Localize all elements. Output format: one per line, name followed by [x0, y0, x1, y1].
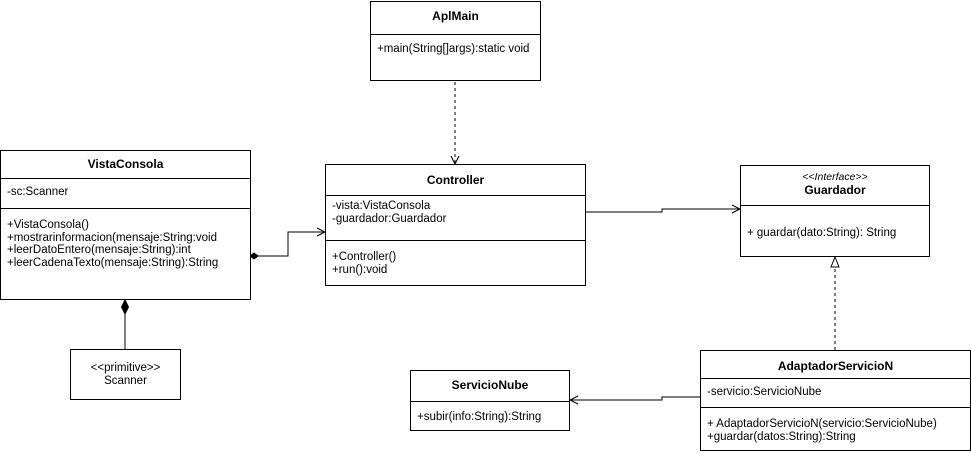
class-adaptador[interactable]: AdaptadorServicioN -servicio:ServicioNub…	[700, 350, 971, 451]
method: +leerDatoEntero(mensaje:String):int	[7, 244, 191, 256]
method: +Controller()	[332, 251, 397, 263]
stereotype: <<Interface>>	[802, 171, 868, 183]
attribute: -guardador:Guardador	[332, 212, 447, 225]
class-name: ServicioNube	[451, 378, 529, 392]
composition-diamond-scanner	[120, 298, 130, 316]
class-servicionube[interactable]: ServicioNube +subir(info:String):String	[410, 370, 570, 431]
stereotype: <<primitive>>	[90, 362, 161, 374]
class-name: Guardador	[804, 183, 866, 197]
interface-header: <<Interface>> Guardador	[741, 166, 929, 205]
methods-section: +subir(info:String):String	[411, 401, 569, 430]
class-name: AplMain	[432, 9, 479, 23]
interface-guardador[interactable]: <<Interface>> Guardador + guardar(dato:S…	[740, 165, 930, 257]
methods-section: +Controller() +run():void	[326, 240, 585, 285]
association-adaptador-servicionube	[570, 397, 700, 400]
composition-diamond	[249, 252, 259, 260]
method: + guardar(dato:String): String	[747, 227, 897, 239]
composition-vistaconsola-controller	[258, 232, 325, 257]
class-name: VistaConsola	[87, 157, 164, 171]
methods-section: + AdaptadorServicioN(servicio:ServicioNu…	[701, 407, 970, 450]
attributes-section: -servicio:ServicioNube	[701, 378, 970, 407]
attribute: -vista:VistaConsola	[332, 200, 431, 212]
methods-section: +VistaConsola() +mostrarinformacion(mens…	[1, 208, 250, 299]
method: +main(String[]args):static void	[377, 43, 530, 55]
association-controller-guardador	[586, 209, 740, 212]
method: +subir(info:String):String	[417, 411, 542, 423]
attributes-section: -sc:Scanner	[1, 178, 250, 208]
method: +VistaConsola()	[7, 219, 89, 231]
methods-section: +main(String[]args):static void	[371, 34, 540, 80]
class-aplmain[interactable]: AplMain +main(String[]args):static void	[370, 1, 541, 81]
method: + AdaptadorServicioN(servicio:ServicioNu…	[707, 418, 937, 430]
method: +mostrarinformacion(mensaje:String:void	[7, 231, 217, 244]
class-vistaconsola[interactable]: VistaConsola -sc:Scanner +VistaConsola()…	[0, 150, 251, 300]
methods-section: + guardar(dato:String): String	[741, 205, 929, 256]
class-name: Scanner	[104, 375, 147, 387]
method: +leerCadenaTexto(mensaje:String):String	[7, 256, 219, 269]
class-name: AdaptadorServicioN	[777, 359, 894, 373]
attribute: -sc:Scanner	[7, 186, 69, 198]
class-controller[interactable]: Controller -vista:VistaConsola -guardado…	[325, 164, 586, 286]
class-scanner[interactable]: <<primitive>> Scanner	[70, 349, 181, 400]
attributes-section: -vista:VistaConsola -guardador:Guardador	[326, 195, 585, 240]
method: +guardar(datos:String):String	[707, 430, 856, 443]
attribute: -servicio:ServicioNube	[707, 386, 822, 398]
method: +run():void	[332, 263, 388, 276]
class-name: Controller	[426, 173, 485, 187]
